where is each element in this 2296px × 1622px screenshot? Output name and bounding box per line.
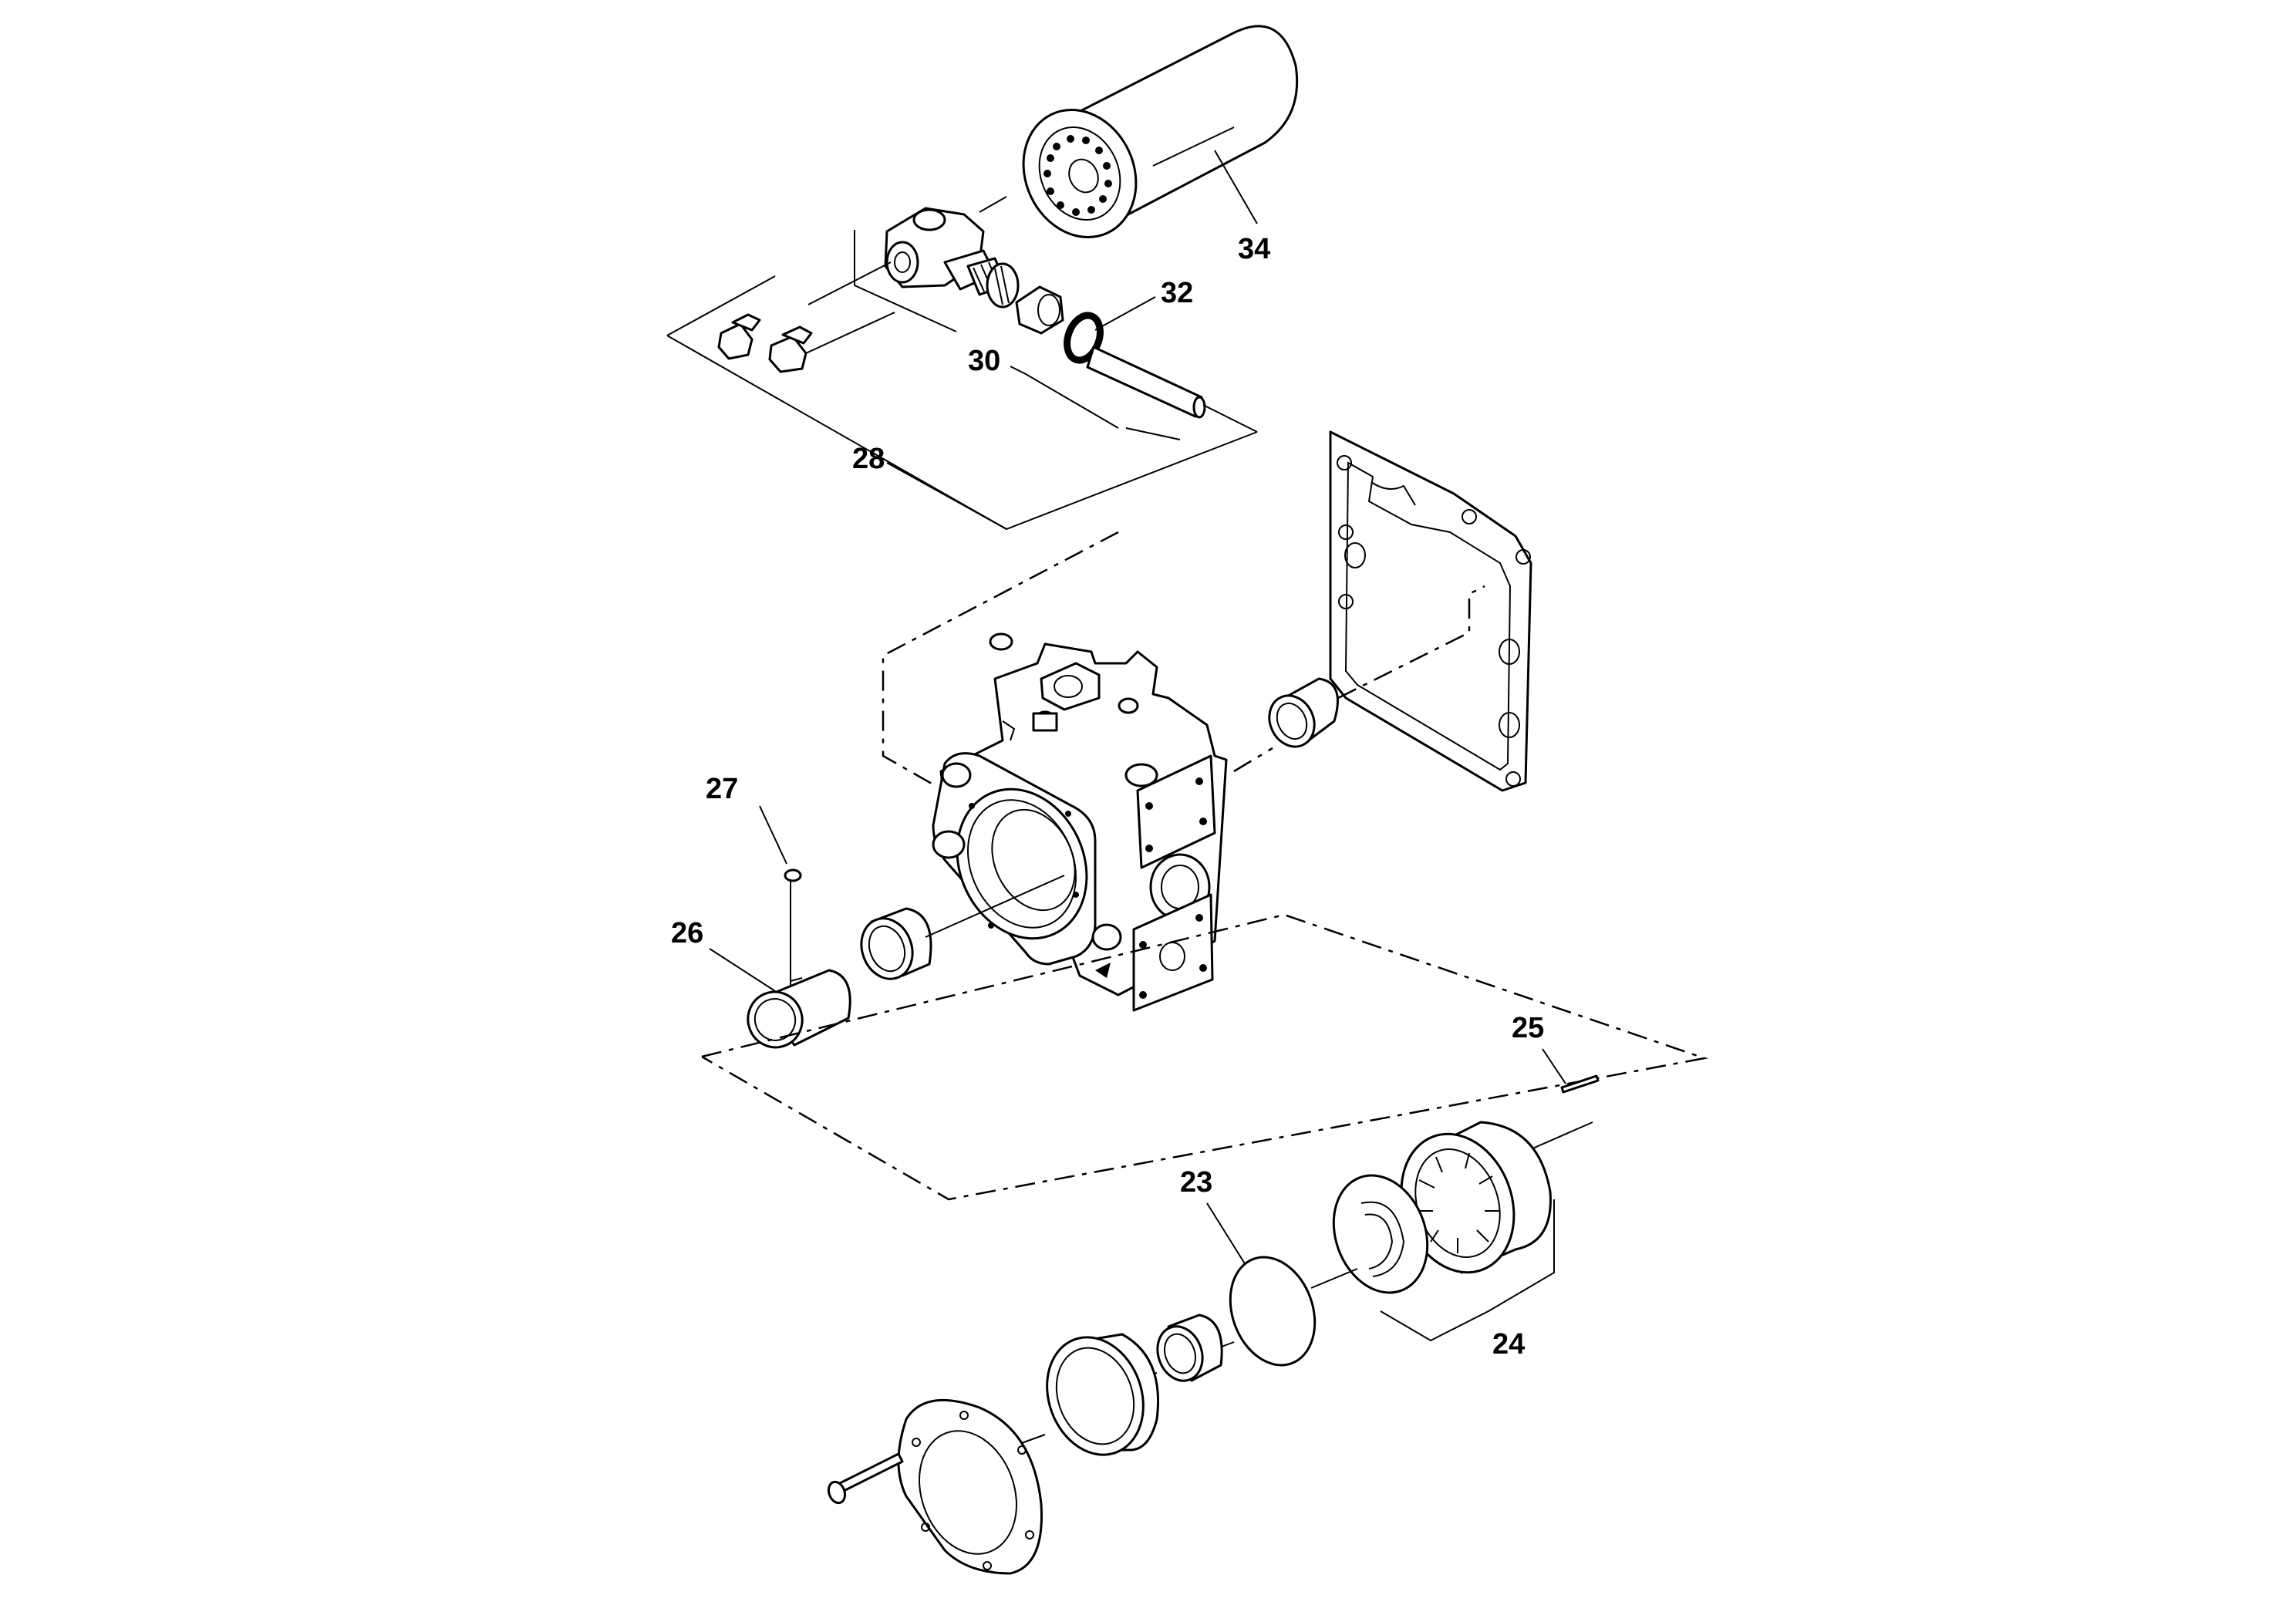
callout-23: 23 — [1180, 1166, 1212, 1199]
filter-cartridge — [1022, 25, 1299, 239]
leader-30 — [1010, 366, 1119, 429]
screw — [827, 1452, 904, 1505]
nut-fitting — [1015, 285, 1064, 335]
leader-23 — [1206, 1202, 1246, 1266]
plug-left — [717, 313, 761, 360]
group-bracket-30b — [1125, 427, 1181, 440]
leader-34 — [1214, 150, 1258, 224]
leader-25 — [1542, 1048, 1566, 1084]
callout-34: 34 — [1238, 233, 1270, 265]
end-flange — [897, 1398, 1043, 1575]
leader-27 — [759, 805, 787, 865]
pump-housing — [932, 632, 1228, 1012]
filter-head — [884, 207, 1008, 296]
retaining-ring — [1156, 1313, 1223, 1382]
leader-26 — [709, 948, 776, 992]
thrust-plate — [1332, 1174, 1429, 1294]
callout-28: 28 — [852, 443, 885, 475]
callout-24: 24 — [1492, 1328, 1525, 1361]
centerline — [805, 126, 1235, 354]
tube — [1086, 346, 1206, 419]
adapter-fitting — [986, 262, 1020, 309]
leader-32 — [1094, 296, 1156, 331]
assembly-line-lower — [701, 913, 1708, 1201]
callout-25: 25 — [1512, 1012, 1544, 1044]
callout-26: 26 — [671, 917, 703, 949]
centerline-middle — [925, 875, 1065, 938]
key-pin — [1560, 1074, 1600, 1094]
bearing — [1400, 1121, 1552, 1274]
callout-32: 32 — [1161, 277, 1193, 309]
centerline-right — [1233, 585, 1485, 773]
cover-cup — [1046, 1333, 1160, 1456]
seal-disc — [1229, 1256, 1317, 1367]
callout-27: 27 — [706, 773, 738, 805]
bushing-middle — [860, 907, 932, 980]
bracket-24 — [1380, 1199, 1555, 1342]
group-bracket-30 — [854, 230, 957, 332]
callout-30: 30 — [968, 345, 1000, 377]
leader-28 — [886, 462, 1007, 530]
sleeve — [747, 969, 851, 1049]
centerline-lower — [1530, 1121, 1593, 1150]
gasket — [1329, 430, 1532, 792]
assembly-line-upper — [882, 531, 1119, 788]
bushing-upper — [1268, 677, 1339, 748]
plug-right — [768, 325, 813, 373]
pin — [784, 868, 802, 987]
o-ring — [1064, 312, 1104, 364]
